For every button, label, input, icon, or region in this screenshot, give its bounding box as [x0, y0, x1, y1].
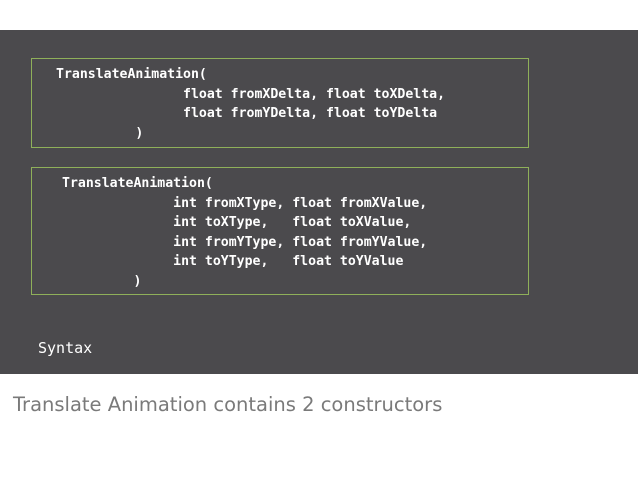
- code-block-translate-delta: TranslateAnimation( float fromXDelta, fl…: [31, 58, 529, 148]
- code-block-translate-type-value: TranslateAnimation( int fromXType, float…: [31, 167, 529, 295]
- code-line: int toYType, float toYValue: [62, 254, 404, 269]
- code-line: ): [62, 273, 142, 289]
- code-line: TranslateAnimation(: [62, 176, 213, 191]
- code-line: int toXType, float toXValue,: [62, 215, 412, 230]
- code-line: TranslateAnimation(: [56, 67, 207, 82]
- code-line: ): [56, 125, 144, 141]
- slide-caption: Translate Animation contains 2 construct…: [13, 393, 443, 416]
- slide-panel: TranslateAnimation( float fromXDelta, fl…: [0, 30, 638, 374]
- code-text-delta: TranslateAnimation( float fromXDelta, fl…: [56, 65, 445, 143]
- syntax-label: Syntax: [38, 339, 93, 357]
- code-line: float fromYDelta, float toYDelta: [56, 106, 438, 121]
- code-text-type-value: TranslateAnimation( int fromXType, float…: [62, 174, 427, 291]
- code-line: float fromXDelta, float toXDelta,: [56, 86, 446, 102]
- code-line: int fromXType, float fromXValue,: [62, 195, 428, 211]
- code-line: int fromYType, float fromYValue,: [62, 234, 428, 250]
